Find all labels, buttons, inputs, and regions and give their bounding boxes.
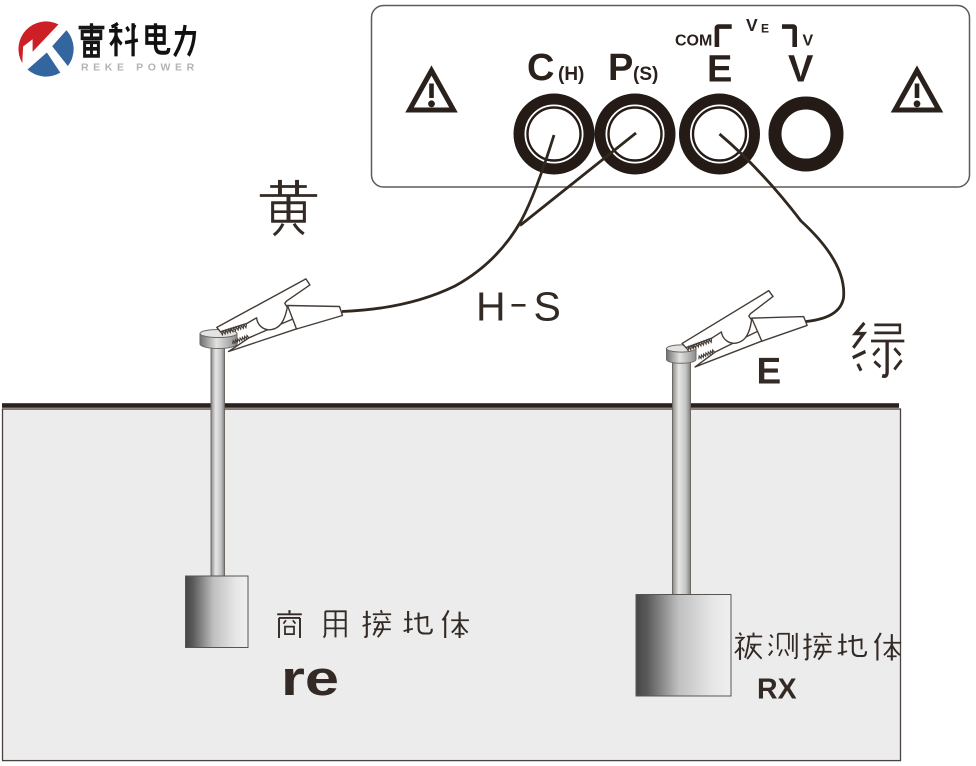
svg-text:(S): (S)	[633, 64, 658, 85]
svg-text:V: V	[803, 33, 814, 50]
svg-text:V: V	[788, 49, 814, 91]
svg-text:E: E	[761, 22, 769, 36]
svg-text:RX: RX	[757, 674, 797, 706]
svg-text:E: E	[707, 49, 732, 91]
svg-text:E: E	[757, 351, 782, 392]
svg-text:C: C	[527, 47, 554, 89]
svg-text:re: re	[281, 652, 339, 706]
svg-text:V: V	[746, 15, 758, 35]
svg-text:COM: COM	[675, 33, 712, 50]
svg-text:H: H	[476, 284, 506, 330]
svg-text:P: P	[608, 47, 633, 89]
svg-text:(H): (H)	[558, 64, 584, 85]
svg-text:S: S	[534, 284, 561, 330]
svg-text:REKE POWER: REKE POWER	[81, 62, 199, 74]
